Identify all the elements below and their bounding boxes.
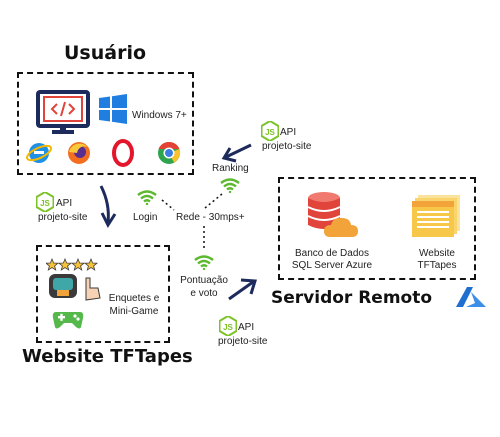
chrome-icon: [156, 140, 182, 166]
site-label-line2: TFTapes: [417, 260, 457, 271]
os-label: Windows 7+: [132, 110, 187, 121]
opera-icon: [112, 139, 134, 167]
dotted-link-login: [161, 199, 175, 211]
azure-icon: [456, 286, 486, 308]
database-icon: [306, 191, 360, 241]
nodejs-icon: JS: [219, 316, 237, 336]
website-feature-line2: Mini-Game: [109, 306, 159, 317]
firefox-icon: [66, 140, 92, 166]
api-bottom-line1: API: [238, 322, 255, 333]
site-label-line1: Website: [419, 248, 455, 259]
website-section-box: [36, 245, 170, 343]
pontuacao-line2: e voto: [190, 288, 218, 299]
arrow-to-user-top: [225, 143, 252, 159]
wifi-icon: [220, 178, 240, 193]
website-section-title: Website TFTapes: [22, 346, 193, 367]
api-bottom-line2: projeto-site: [218, 336, 268, 347]
db-label-line1: Banco de Dados: [295, 248, 369, 259]
arrow-user-to-website: [99, 185, 110, 223]
dotted-link-ranking: [204, 193, 223, 209]
pontuacao-line1: Pontuação: [180, 275, 228, 286]
server-section-title: Servidor Remoto: [271, 288, 433, 308]
website-feature-line1: Enquetes e: [108, 293, 160, 304]
user-section-box: [17, 72, 194, 175]
rede-label: Rede - 30mps+: [176, 212, 245, 223]
api-left-line1: API: [56, 198, 73, 209]
rating-stars-icon: [46, 258, 106, 302]
server-section-box: [278, 177, 476, 280]
ie-icon: [26, 140, 52, 166]
website-window-icon: [412, 194, 462, 238]
api-top-line1: API: [280, 127, 297, 138]
windows-logo-icon: [98, 94, 128, 124]
api-top-line2: projeto-site: [262, 141, 312, 152]
code-monitor-icon: [36, 90, 92, 136]
api-left-line2: projeto-site: [38, 212, 88, 223]
svg-text:JS: JS: [265, 128, 275, 137]
nodejs-icon: JS: [36, 192, 54, 212]
user-section-title: Usuário: [64, 42, 147, 64]
wifi-icon: [137, 190, 157, 205]
db-label-line2: SQL Server Azure: [291, 260, 373, 271]
nodejs-icon: JS: [261, 121, 279, 141]
ranking-label: Ranking: [212, 163, 249, 174]
wifi-icon: [194, 255, 214, 270]
cloud-icon: [324, 217, 358, 237]
arrow-to-server-bottom: [228, 280, 254, 301]
svg-text:JS: JS: [40, 199, 50, 208]
svg-text:JS: JS: [223, 323, 233, 332]
game-controller-icon: [52, 308, 84, 330]
login-label: Login: [133, 212, 158, 223]
